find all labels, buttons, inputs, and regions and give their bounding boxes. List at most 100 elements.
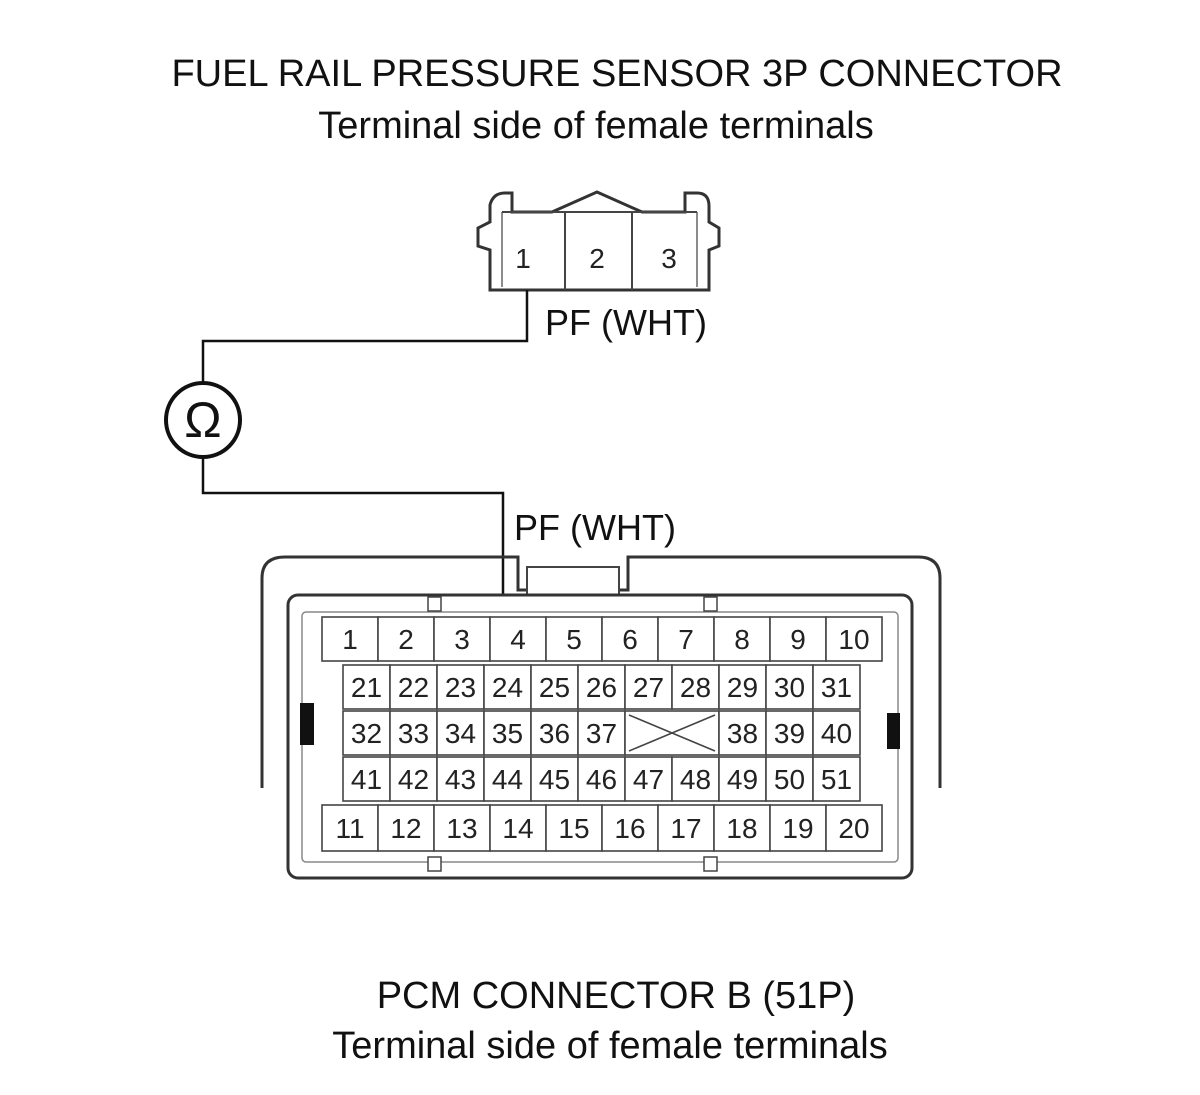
pcm-pin-cell-26	[577, 664, 626, 710]
pcm-pin-27: 27	[633, 672, 664, 703]
pcm-pin-44: 44	[492, 764, 523, 795]
pcm-pin-30: 30	[774, 672, 805, 703]
pcm-pin-cell-14	[489, 804, 547, 852]
ohm-symbol: Ω	[184, 392, 221, 448]
pcm-pin-cell-7	[657, 616, 715, 662]
pcm-pin-cell-3	[433, 616, 491, 662]
right-lock-tab	[887, 713, 900, 749]
top-pin-2: 2	[589, 243, 605, 274]
pcm-pin-5: 5	[566, 624, 582, 655]
pcm-pin-cell-15	[545, 804, 603, 852]
pcm-pin-24: 24	[492, 672, 523, 703]
pcm-pin-48: 48	[680, 764, 711, 795]
pcm-pin-cell-47	[624, 756, 673, 802]
pcm-pin-cell-31	[812, 664, 861, 710]
pcm-pin-cell-28	[671, 664, 720, 710]
pcm-pin-cell-17	[657, 804, 715, 852]
pcm-pin-26: 26	[586, 672, 617, 703]
pcm-pin-cell-2	[377, 616, 435, 662]
pcm-pin-cell-9	[769, 616, 827, 662]
pcm-pin-cell-51	[812, 756, 861, 802]
pcm-pin-34: 34	[445, 718, 476, 749]
pcm-pin-cell-44	[483, 756, 532, 802]
pcm-pin-31: 31	[821, 672, 852, 703]
pcm-pin-cell-21	[342, 664, 391, 710]
pcm-pin-25: 25	[539, 672, 570, 703]
pcm-pin-18: 18	[726, 813, 757, 844]
pcm-pin-cell-12	[377, 804, 435, 852]
pcm-pin-39: 39	[774, 718, 805, 749]
pcm-pin-38: 38	[727, 718, 758, 749]
pcm-pin-cell-19	[769, 804, 827, 852]
top-pin-1: 1	[515, 243, 531, 274]
pcm-pin-cell-25	[530, 664, 579, 710]
pcm-pin-47: 47	[633, 764, 664, 795]
pcm-pin-20: 20	[838, 813, 869, 844]
pcm-pin-40: 40	[821, 718, 852, 749]
pcm-pin-cell-30	[765, 664, 814, 710]
pcm-pin-cell-6	[601, 616, 659, 662]
pcm-latch	[526, 566, 620, 596]
bottom-wire-label: PF (WHT)	[514, 507, 676, 548]
pcm-pin-cell-18	[713, 804, 771, 852]
pcm-pin-cell-22	[389, 664, 438, 710]
pcm-pin-45: 45	[539, 764, 570, 795]
pcm-pin-14: 14	[502, 813, 533, 844]
pcm-pin-cell-33	[389, 710, 438, 756]
top-connector-subtitle: Terminal side of female terminals	[318, 105, 873, 147]
pcm-pin-12: 12	[390, 813, 421, 844]
pcm-pin-16: 16	[614, 813, 645, 844]
pcm-pin-41: 41	[351, 764, 382, 795]
pcm-pin-6: 6	[622, 624, 638, 655]
pcm-pin-11: 11	[335, 813, 364, 844]
pcm-pin-21: 21	[351, 672, 382, 703]
pcm-pin-19: 19	[782, 813, 813, 844]
pcm-pin-37: 37	[586, 718, 617, 749]
wire-top-to-meter	[201, 290, 529, 384]
pcm-pin-13: 13	[446, 813, 477, 844]
pcm-pin-2: 2	[398, 624, 414, 655]
pcm-pin-7: 7	[678, 624, 694, 655]
pcm-pin-43: 43	[445, 764, 476, 795]
pcm-pin-cell-50	[765, 756, 814, 802]
pcm-pin-10: 10	[838, 624, 869, 655]
pcm-pin-1: 1	[342, 624, 358, 655]
pcm-pin-17: 17	[670, 813, 701, 844]
pcm-pin-cell-48	[671, 756, 720, 802]
fuel-rail-pressure-sensor-connector: 1 2 3	[476, 190, 721, 292]
pcm-pin-51: 51	[821, 764, 852, 795]
pcm-pin-cell-8	[713, 616, 771, 662]
pcm-pin-cell-1	[321, 616, 379, 662]
pcm-pin-42: 42	[398, 764, 429, 795]
pcm-pin-35: 35	[492, 718, 523, 749]
pcm-pin-cell-24	[483, 664, 532, 710]
pcm-pin-cell-41	[342, 756, 391, 802]
pcm-pin-cell-23	[436, 664, 485, 710]
top-connector-housing	[476, 190, 721, 292]
pcm-pin-cell-10	[825, 616, 883, 662]
pcm-pin-32: 32	[351, 718, 382, 749]
pcm-pin-22: 22	[398, 672, 429, 703]
pcm-pin-49: 49	[727, 764, 758, 795]
pcm-pin-cell-38	[718, 710, 767, 756]
bottom-connector-title: PCM CONNECTOR B (51P)	[377, 975, 856, 1017]
top-wire-label: PF (WHT)	[545, 302, 707, 343]
top-connector-title: FUEL RAIL PRESSURE SENSOR 3P CONNECTOR	[171, 53, 1062, 95]
bottom-connector-subtitle: Terminal side of female terminals	[332, 1025, 887, 1067]
pcm-pin-cell-5	[545, 616, 603, 662]
pcm-pin-cell-40	[812, 710, 861, 756]
left-lock-tab	[300, 703, 314, 745]
pcm-pin-4: 4	[510, 624, 526, 655]
pcm-pin-cell-29	[718, 664, 767, 710]
pcm-pin-cell-20	[825, 804, 883, 852]
pcm-pin-15: 15	[558, 813, 589, 844]
top-pin-3: 3	[661, 243, 677, 274]
pcm-pin-33: 33	[398, 718, 429, 749]
pcm-pin-9: 9	[790, 624, 806, 655]
pcm-pin-23: 23	[445, 672, 476, 703]
pcm-pin-3: 3	[454, 624, 470, 655]
ohmmeter: Ω	[164, 381, 242, 459]
